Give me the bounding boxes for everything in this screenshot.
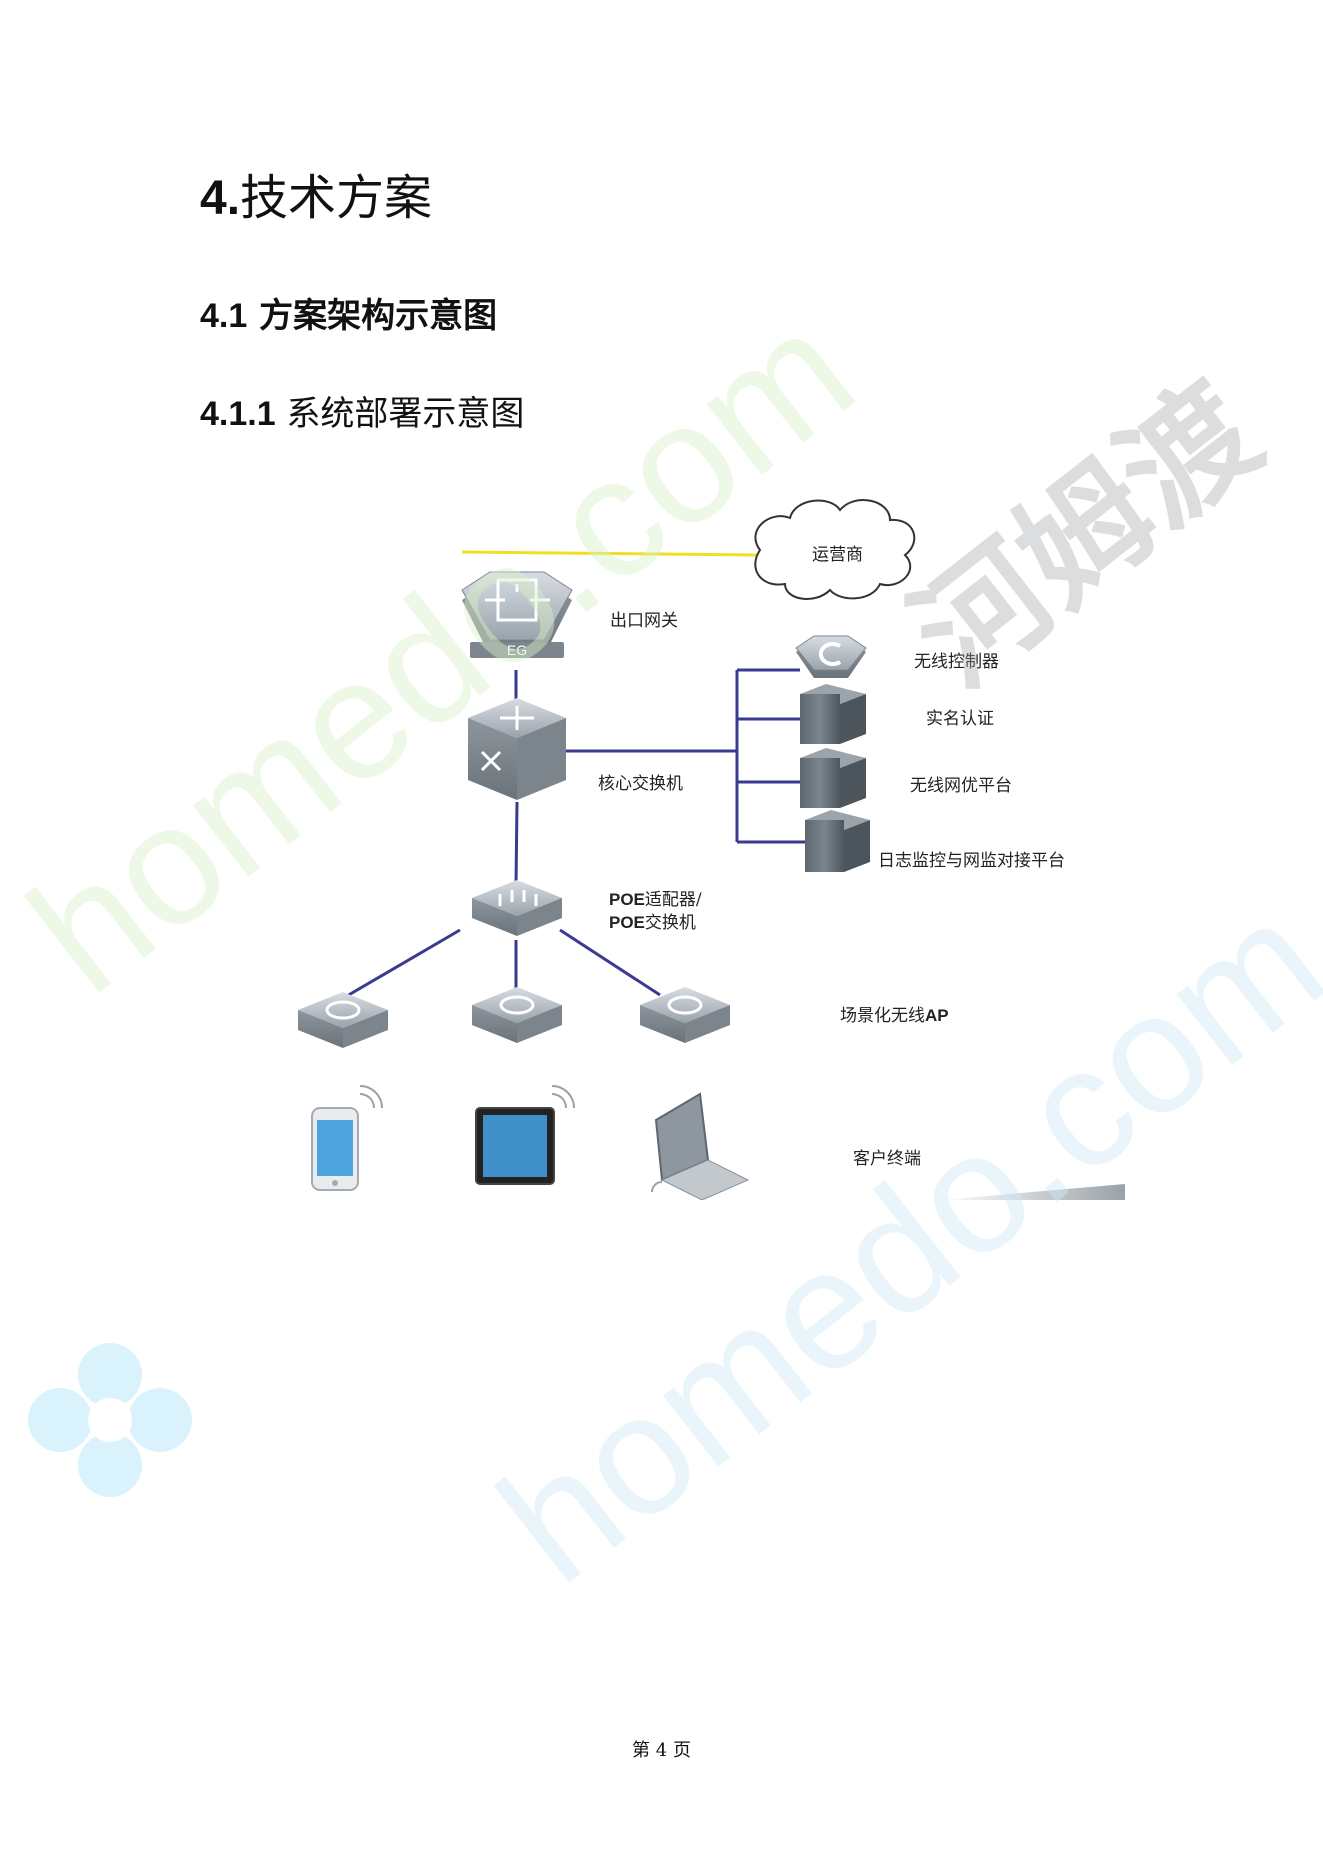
isp-cloud-icon bbox=[754, 499, 916, 600]
server-label-controller: 无线控制器 bbox=[914, 652, 999, 672]
page-number: 4 bbox=[655, 1740, 668, 1761]
laptop-icon bbox=[654, 1092, 750, 1200]
wifi-signal-icon bbox=[551, 1085, 575, 1109]
section-title: 技术方案 bbox=[240, 170, 433, 226]
footer-suffix: 页 bbox=[672, 1740, 691, 1761]
link-poe-ap1 bbox=[339, 928, 461, 1002]
cloud-label: 运营商 bbox=[812, 545, 863, 565]
access-point-icon bbox=[472, 987, 562, 1043]
poe-label-line2: POE交换机 bbox=[609, 913, 696, 933]
gateway-icon bbox=[461, 571, 573, 658]
tablet-icon bbox=[475, 1107, 555, 1185]
link-poe-ap3 bbox=[559, 928, 661, 997]
poe-label-line1: POE适配器/ bbox=[609, 890, 702, 910]
section-number: 4. bbox=[200, 172, 241, 225]
server-label-optimizer: 无线网优平台 bbox=[910, 776, 1012, 796]
network-diagram: 运营商 EG 出口网关 核心交换机 无线控制器 实名认证 无线网优平台 bbox=[298, 499, 1125, 1200]
gateway-label: 出口网关 bbox=[610, 611, 678, 631]
poe-switch-icon bbox=[472, 880, 562, 936]
core-switch-icon bbox=[468, 698, 566, 800]
link-gateway-cloud bbox=[461, 550, 759, 557]
page-footer: 第 4 页 bbox=[0, 1736, 1323, 1762]
section-heading: 4.技术方案 bbox=[200, 168, 432, 229]
subsubsection-heading: 4.1.1 系统部署示意图 bbox=[200, 392, 524, 436]
ap-label: 场景化无线AP bbox=[840, 1006, 949, 1026]
subsubsection-title: 系统部署示意图 bbox=[286, 394, 525, 434]
access-point-icon bbox=[298, 992, 388, 1048]
server-label-auth: 实名认证 bbox=[926, 709, 994, 729]
access-point-icon bbox=[640, 987, 730, 1043]
wifi-signal-icon bbox=[651, 1181, 663, 1193]
footer-prefix: 第 bbox=[632, 1740, 651, 1761]
subsection-title: 方案架构示意图 bbox=[259, 296, 498, 336]
auth-server-icon bbox=[800, 684, 866, 744]
wireless-controller-icon bbox=[795, 635, 867, 678]
subsection-heading: 4.1 方案架构示意图 bbox=[200, 294, 497, 338]
wifi-signal-icon bbox=[359, 1085, 383, 1109]
smartphone-icon bbox=[311, 1107, 359, 1191]
homedo-logo bbox=[28, 1343, 192, 1497]
optimizer-server-icon bbox=[800, 748, 866, 808]
floor-shadow bbox=[940, 1184, 1125, 1200]
gateway-badge: EG bbox=[507, 642, 527, 658]
clients-label: 客户终端 bbox=[853, 1149, 921, 1169]
subsection-number: 4.1 bbox=[200, 297, 248, 335]
server-label-logging: 日志监控与网监对接平台 bbox=[878, 851, 1065, 871]
core-switch-label: 核心交换机 bbox=[598, 774, 683, 794]
link-core-poe bbox=[514, 801, 519, 886]
subsubsection-number: 4.1.1 bbox=[200, 395, 276, 433]
logging-server-icon bbox=[805, 810, 870, 872]
